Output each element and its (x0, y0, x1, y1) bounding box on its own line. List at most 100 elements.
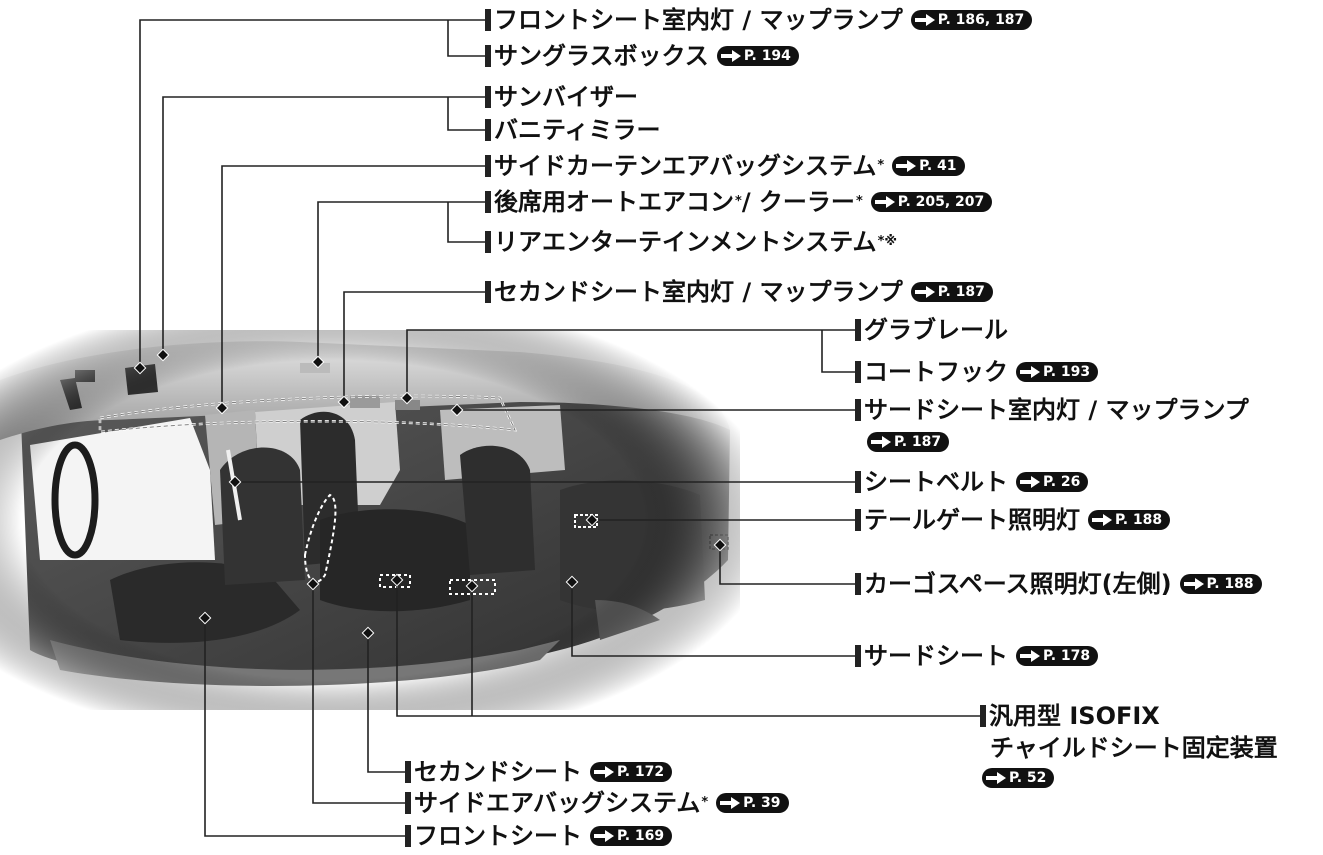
arrow-icon (720, 797, 741, 809)
arrow-icon (986, 772, 1006, 784)
asterisk-mark: * (701, 795, 709, 810)
label-text: セカンドシート (414, 758, 582, 786)
arrow-icon (720, 50, 741, 62)
label-rear-ac: 後席用オートエアコン * / クーラー * P. 205, 207 (485, 188, 993, 216)
label-text: バニティミラー (494, 116, 661, 144)
label-text: フロントシート (414, 822, 582, 850)
label-text: グラブレール (864, 316, 1008, 344)
label-front-seat: フロントシート P. 169 (405, 822, 673, 850)
page-ref-badge[interactable]: P. 39 (716, 793, 789, 813)
label-third-lamp: サードシート室内灯 / マップランプ P. 187 (855, 396, 1249, 452)
page-ref-badge[interactable]: P. 41 (892, 156, 965, 176)
label-text: シートベルト (864, 468, 1008, 496)
label-bar (855, 573, 861, 595)
page-ref-badge[interactable]: P. 205, 207 (870, 192, 993, 212)
label-bar (980, 705, 986, 727)
page-ref-badge[interactable]: P. 172 (590, 762, 673, 782)
arrow-icon (914, 14, 935, 26)
label-vanity: バニティミラー (485, 116, 661, 144)
label-coat-hook: コートフック P. 193 (855, 358, 1099, 386)
arrow-icon (871, 436, 891, 448)
leader-sunvisor (162, 96, 490, 355)
label-second-lamp: セカンドシート室内灯 / マップランプ P. 187 (485, 278, 993, 306)
arrow-icon (1092, 514, 1112, 526)
leader-rear-ent (447, 202, 490, 243)
label-text: カーゴスペース照明灯(左側) (864, 570, 1172, 598)
label-bar (405, 825, 411, 847)
label-third-seat: サードシート P. 178 (855, 642, 1099, 670)
page-ref-badge[interactable]: P. 187 (867, 432, 950, 452)
leader-second-lamp (343, 291, 490, 402)
leader-isofix-a (396, 580, 985, 717)
label-bar (485, 86, 491, 108)
label-text: 後席用オートエアコン (494, 188, 734, 216)
asterisk-mark: *※ (877, 234, 897, 249)
label-text: 汎用型 ISOFIX (989, 702, 1160, 730)
page-ref-badge[interactable]: P. 187 (910, 282, 993, 302)
label-text: コートフック (864, 358, 1008, 386)
arrow-icon (594, 830, 614, 842)
label-curtain-airbag: サイドカーテンエアバッグシステム * P. 41 (485, 152, 965, 180)
asterisk-mark: * (735, 194, 742, 209)
leader-front-seat (204, 618, 410, 837)
leader-cargo (719, 545, 860, 585)
label-text-2: / クーラー (741, 188, 855, 216)
arrow-icon (914, 286, 935, 298)
page-ref-badge[interactable]: P. 169 (590, 826, 673, 846)
label-bar (485, 119, 491, 141)
arrow-icon (1020, 476, 1040, 488)
label-bar (485, 281, 491, 303)
label-text: フロントシート室内灯 / マップランプ (494, 6, 903, 34)
leader-front-lamp (139, 19, 490, 368)
page-ref-badge[interactable]: P. 194 (716, 46, 799, 66)
arrow-icon (896, 160, 917, 172)
label-text: サングラスボックス (494, 42, 709, 70)
label-bar (855, 509, 861, 531)
leader-rear-ac (317, 201, 490, 362)
page-ref-badge[interactable]: P. 178 (1016, 646, 1099, 666)
page-ref-badge[interactable]: P. 188 (1179, 574, 1262, 594)
leader-side-airbag (312, 584, 410, 804)
leader-vanity (447, 97, 490, 131)
label-isofix: 汎用型 ISOFIX チャイルドシート固定装置 P. 52 (980, 702, 1278, 788)
label-bar (855, 361, 861, 383)
label-bar (405, 761, 411, 783)
leader-lines (139, 19, 985, 837)
asterisk-mark: * (855, 194, 863, 209)
label-bar (485, 191, 491, 213)
label-sunglass: サングラスボックス P. 194 (485, 42, 799, 70)
label-bar (855, 399, 861, 421)
label-bar (405, 792, 411, 814)
leader-second-seat (367, 633, 410, 773)
page-ref-badge[interactable]: P. 188 (1088, 510, 1171, 530)
label-bar (485, 9, 491, 31)
label-bar (855, 471, 861, 493)
arrow-icon (1020, 366, 1040, 378)
arrow-icon (874, 196, 895, 208)
page-ref-badge[interactable]: P. 193 (1016, 362, 1099, 382)
label-bar (485, 155, 491, 177)
page-ref-badge[interactable]: P. 186, 187 (910, 10, 1033, 30)
label-side-airbag: サイドエアバッグシステム * P. 39 (405, 789, 789, 817)
arrow-icon (1020, 650, 1040, 662)
label-tailgate-lamp: テールゲート照明灯 P. 188 (855, 506, 1171, 534)
label-text: テールゲート照明灯 (864, 506, 1080, 534)
leader-grab-rail (406, 329, 860, 398)
label-text: セカンドシート室内灯 / マップランプ (494, 278, 903, 306)
leader-dots (133, 348, 727, 640)
label-text: サードシート室内灯 / マップランプ (864, 396, 1249, 424)
label-bar (855, 645, 861, 667)
page-ref-badge[interactable]: P. 52 (982, 768, 1055, 788)
page-ref-badge[interactable]: P. 26 (1016, 472, 1089, 492)
label-text-2: チャイルドシート固定装置 (990, 734, 1278, 762)
arrow-icon (1183, 578, 1204, 590)
leader-curtain-airbag (221, 165, 490, 408)
label-text: サイドエアバッグシステム (414, 789, 701, 817)
label-bar (485, 45, 491, 67)
asterisk-mark: * (877, 158, 885, 173)
leader-sunglass (447, 20, 490, 57)
label-grab-rail: グラブレール (855, 316, 1008, 344)
label-bar (485, 231, 491, 253)
label-second-seat: セカンドシート P. 172 (405, 758, 673, 786)
